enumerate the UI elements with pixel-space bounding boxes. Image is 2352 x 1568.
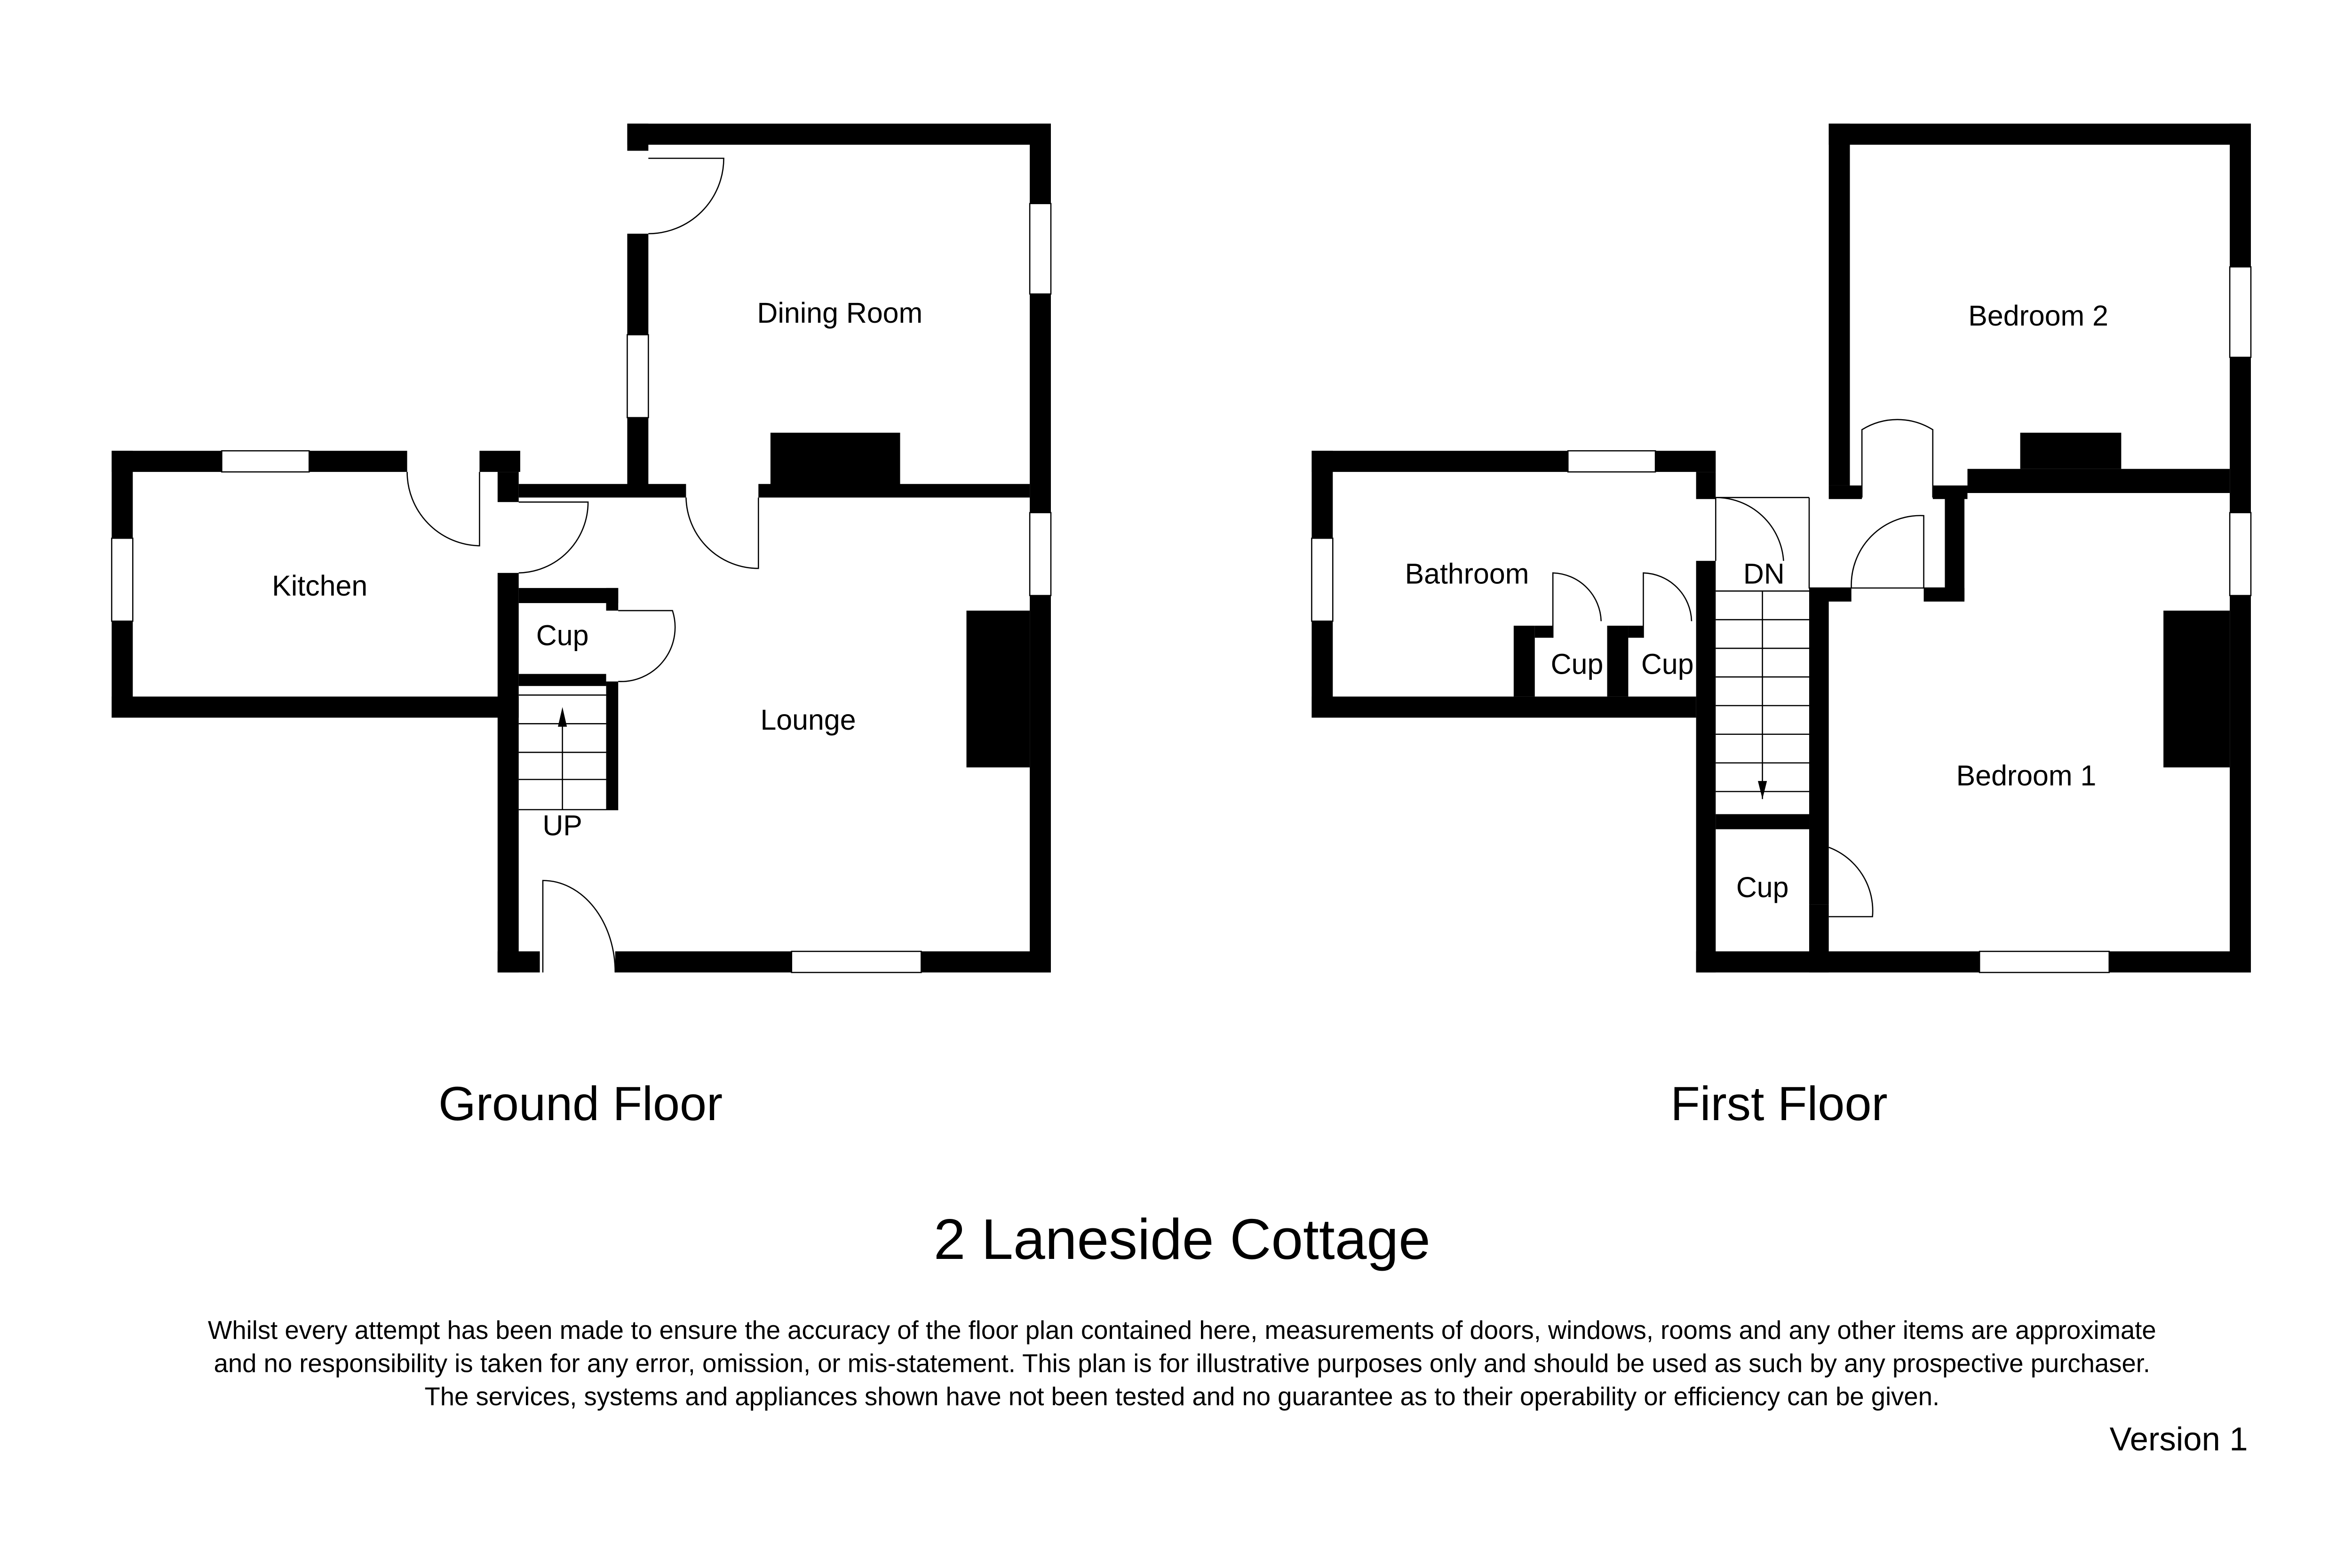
- door-swing: [1851, 515, 1924, 588]
- staircase: [518, 694, 619, 811]
- version-label: Version 1: [2110, 1420, 2248, 1457]
- ground-floor-heading: Ground Floor: [438, 1076, 723, 1130]
- chimney-breast: [770, 432, 900, 487]
- door-swing: [618, 610, 676, 682]
- stairs-label-up: UP: [542, 809, 582, 841]
- door-swing: [542, 880, 616, 973]
- disclaimer-line: Whilst every attempt has been made to en…: [208, 1316, 2156, 1345]
- staircase: [1716, 590, 1810, 799]
- disclaimer-line: and no responsibility is taken for any e…: [214, 1349, 2151, 1377]
- property-title: 2 Laneside Cottage: [934, 1207, 1430, 1271]
- chimney-breast: [2020, 432, 2122, 469]
- room-label-cupboard: Cup: [1641, 648, 1694, 680]
- window: [221, 450, 310, 473]
- arrow-up-icon: [558, 707, 567, 727]
- first-floor-plan: [1311, 123, 2252, 973]
- room-label-lounge: Lounge: [760, 704, 856, 736]
- fireplace: [966, 610, 1030, 768]
- window: [111, 537, 134, 622]
- door-swing: [1828, 846, 1874, 917]
- window: [2229, 512, 2252, 597]
- arrow-down-icon: [1758, 781, 1767, 799]
- room-label-cupboard: Cup: [1551, 648, 1604, 680]
- first-floor-heading: First Floor: [1670, 1076, 1887, 1130]
- window: [2229, 266, 2252, 358]
- room-label-bedroom-2: Bedroom 2: [1968, 300, 2108, 332]
- door-swing: [518, 501, 589, 574]
- window: [1029, 203, 1052, 295]
- window: [1029, 512, 1052, 597]
- stairs-label-down: DN: [1743, 557, 1785, 589]
- fireplace: [2163, 610, 2230, 768]
- window: [627, 334, 649, 419]
- window: [1979, 950, 2110, 973]
- door-swing: [685, 497, 759, 569]
- room-label-bedroom-1: Bedroom 1: [1956, 760, 2097, 792]
- window: [791, 950, 922, 973]
- room-label-kitchen: Kitchen: [272, 570, 367, 602]
- room-label-bathroom: Bathroom: [1405, 557, 1529, 589]
- window: [1311, 537, 1334, 622]
- door-swing: [1643, 572, 1692, 638]
- room-label-cupboard: Cup: [1736, 871, 1789, 903]
- window: [1567, 450, 1656, 473]
- ground-floor-plan: [111, 123, 1052, 973]
- door-swing: [1552, 572, 1602, 638]
- door-swing: [406, 472, 480, 547]
- disclaimer-line: The services, systems and appliances sho…: [424, 1382, 1939, 1411]
- door-swing: [1861, 419, 1934, 498]
- room-label-cupboard: Cup: [536, 620, 589, 652]
- room-label-dining-room: Dining Room: [757, 297, 922, 329]
- door-swing: [648, 158, 724, 235]
